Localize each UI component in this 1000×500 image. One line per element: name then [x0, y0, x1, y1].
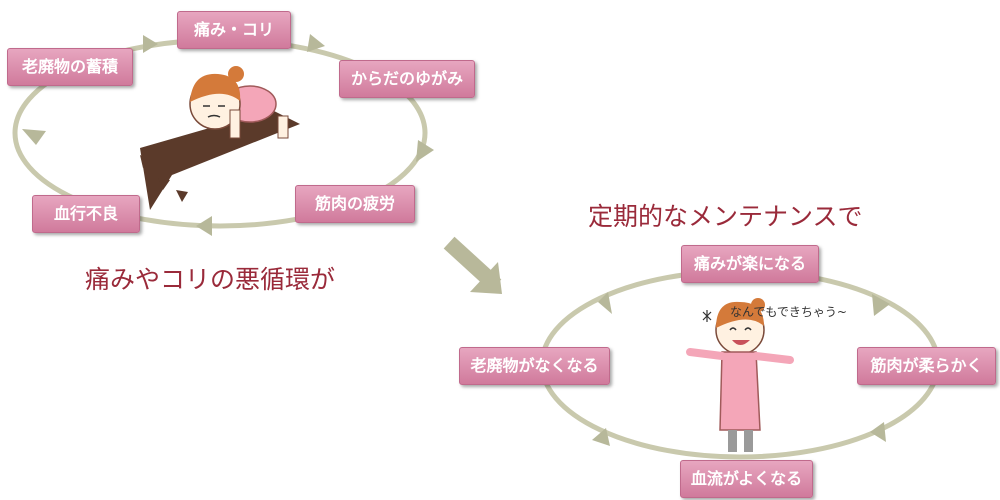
step-waste-removed: 老廃物がなくなる	[459, 347, 610, 385]
cycle-arrow-icon	[598, 292, 612, 314]
vicious-cycle-caption: 痛みやコリの悪循環が	[85, 265, 336, 294]
jumping-person-illustration	[686, 298, 794, 452]
step-body-distortion: からだのゆがみ	[339, 60, 475, 98]
cycle-arrow-icon	[307, 34, 325, 52]
cycle-arrow-icon	[870, 422, 886, 442]
step-pain-relieved: 痛みが楽になる	[681, 245, 819, 283]
transition-arrow-icon	[443, 236, 502, 294]
step-muscle-fatigue: 筋肉の疲労	[295, 185, 415, 223]
cycle-arrow-icon	[416, 140, 434, 162]
step-poor-circulation: 血行不良	[32, 195, 140, 233]
step-blood-flow-better: 血流がよくなる	[680, 460, 813, 498]
cycle-arrow-icon	[872, 294, 890, 316]
cycle-arrow-icon	[592, 428, 610, 446]
step-muscles-softer: 筋肉が柔らかく	[857, 347, 996, 385]
cycle-arrow-icon	[196, 216, 212, 236]
maintenance-heading: 定期的なメンテナンスで	[588, 202, 863, 231]
cycle-arrow-icon	[22, 129, 46, 145]
crawling-person-illustration	[140, 66, 300, 210]
cycle-arrow-icon	[143, 35, 158, 53]
character-speech: なんでもできちゃう~	[730, 305, 847, 319]
step-pain-stiffness: 痛み・コリ	[177, 11, 291, 49]
step-waste-accumulation: 老廃物の蓄積	[7, 48, 133, 86]
